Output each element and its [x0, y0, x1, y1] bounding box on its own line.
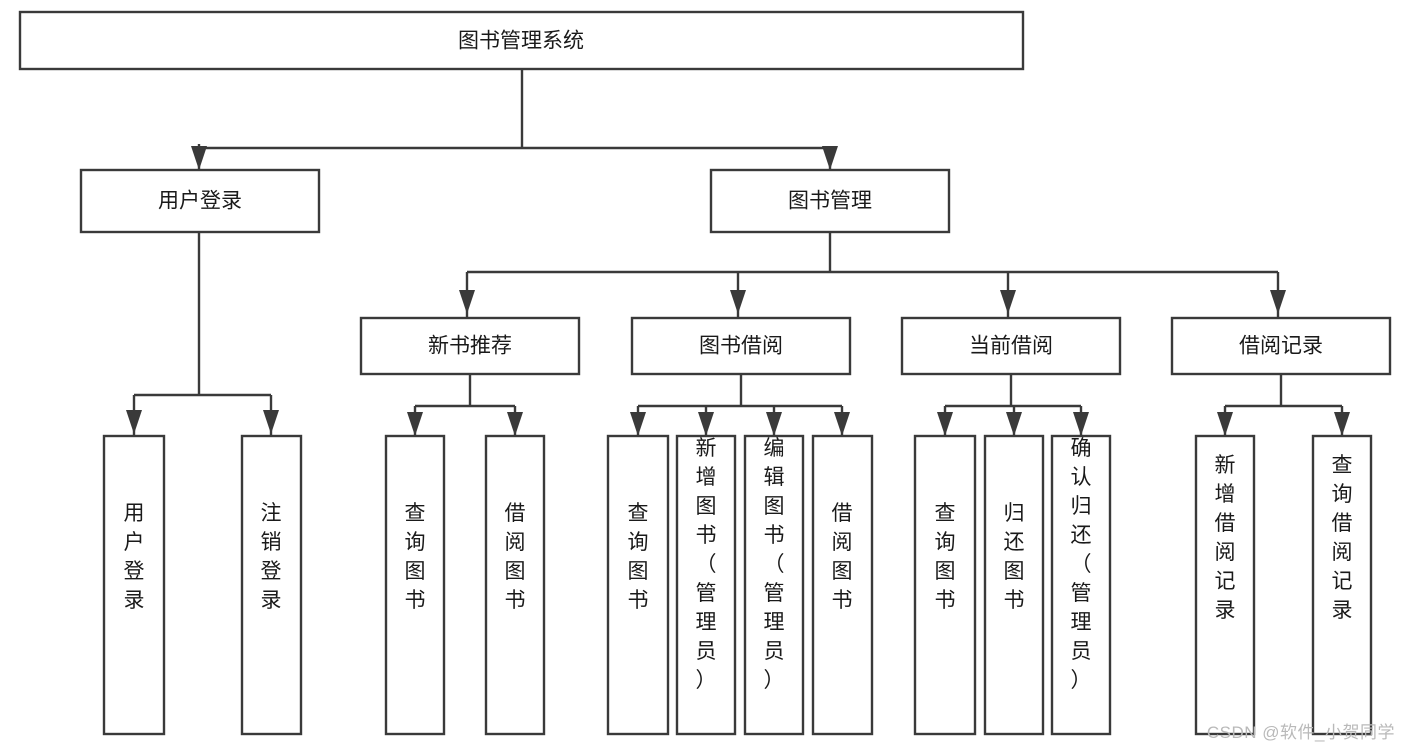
- node-leaf-borrow-book-1-box[interactable]: [484, 434, 546, 736]
- node-leaf-user-login-label: 用户登录: [124, 502, 145, 612]
- arrow-to-leaf-query-book-2: [630, 412, 646, 436]
- node-leaf-query-record-box[interactable]: [1311, 434, 1373, 736]
- arrow-to-current-borrow: [1000, 290, 1016, 314]
- node-leaf-edit-book-label: 编辑图书（管理员）: [764, 437, 785, 692]
- node-book-manage-box[interactable]: [709, 168, 951, 234]
- node-leaf-query-book-3-box[interactable]: [913, 434, 977, 736]
- node-book-manage[interactable]: 图书管理: [709, 168, 951, 234]
- node-root-label: 图书管理系统: [458, 30, 584, 53]
- arrow-to-leaf-query-record: [1334, 412, 1350, 436]
- node-leaf-query-book-2-label: 查询图书: [628, 502, 649, 612]
- node-leaf-logout-login[interactable]: 注销登录: [240, 434, 303, 736]
- node-leaf-add-book-label: 新增图书（管理员）: [696, 437, 717, 692]
- node-leaf-edit-book[interactable]: 编辑图书（管理员）: [743, 434, 805, 736]
- node-leaf-user-login-box[interactable]: [102, 434, 166, 736]
- node-leaf-query-book-2-box[interactable]: [606, 434, 670, 736]
- node-leaf-return-book[interactable]: 归还图书: [983, 434, 1045, 736]
- arrow-to-leaf-query-book-1: [407, 412, 423, 436]
- arrow-to-borrow-record: [1270, 290, 1286, 314]
- node-book-borrow-box[interactable]: [630, 316, 852, 376]
- node-leaf-confirm-return-label: 确认归还（管理员）: [1071, 437, 1092, 692]
- node-book-borrow-label: 图书借阅: [699, 335, 783, 358]
- arrow-to-leaf-return-book: [1006, 412, 1022, 436]
- node-leaf-borrow-book-1[interactable]: 借阅图书: [484, 434, 546, 736]
- node-leaf-borrow-book-2[interactable]: 借阅图书: [811, 434, 874, 736]
- node-book-manage-label: 图书管理: [788, 190, 872, 213]
- arrow-to-leaf-add-record: [1217, 412, 1233, 436]
- node-borrow-record-box[interactable]: [1170, 316, 1392, 376]
- arrow-to-new-book-recommend: [459, 290, 475, 314]
- node-leaf-query-book-1-label: 查询图书: [405, 502, 426, 612]
- arrow-to-book-borrow: [730, 290, 746, 314]
- node-current-borrow-box[interactable]: [900, 316, 1122, 376]
- arrow-to-leaf-logout-login: [263, 410, 279, 434]
- node-user-login-label: 用户登录: [158, 190, 242, 213]
- node-leaf-query-book-1-box[interactable]: [384, 434, 446, 736]
- node-root-box[interactable]: [18, 10, 1025, 71]
- node-leaf-return-book-label: 归还图书: [1004, 502, 1025, 612]
- node-leaf-query-record[interactable]: 查询借阅记录: [1311, 434, 1373, 736]
- arrow-to-leaf-user-login: [126, 410, 142, 434]
- node-leaf-borrow-book-2-label: 借阅图书: [832, 502, 853, 612]
- node-borrow-record[interactable]: 借阅记录: [1170, 316, 1392, 376]
- node-leaf-return-book-box[interactable]: [983, 434, 1045, 736]
- arrow-to-leaf-borrow-book-1: [507, 412, 523, 436]
- node-leaf-add-book-box[interactable]: [675, 434, 737, 736]
- node-leaf-confirm-return-box[interactable]: [1050, 434, 1112, 736]
- node-leaf-query-record-label: 查询借阅记录: [1332, 454, 1353, 622]
- node-leaf-query-book-3-label: 查询图书: [935, 502, 956, 612]
- node-borrow-record-label: 借阅记录: [1239, 335, 1323, 358]
- node-new-book-recommend-label: 新书推荐: [428, 335, 512, 358]
- node-leaf-user-login[interactable]: 用户登录: [102, 434, 166, 736]
- node-leaf-borrow-book-1-label: 借阅图书: [505, 502, 526, 612]
- arrow-to-leaf-borrow-book-2: [834, 412, 850, 436]
- node-leaf-logout-login-label: 注销登录: [261, 502, 282, 612]
- node-leaf-confirm-return[interactable]: 确认归还（管理员）: [1050, 434, 1112, 736]
- node-leaf-borrow-book-2-box[interactable]: [811, 434, 874, 736]
- node-leaf-edit-book-box[interactable]: [743, 434, 805, 736]
- node-leaf-query-book-3[interactable]: 查询图书: [913, 434, 977, 736]
- node-leaf-query-book-2[interactable]: 查询图书: [606, 434, 670, 736]
- arrow-to-user-login: [191, 146, 207, 170]
- node-new-book-recommend-box[interactable]: [359, 316, 581, 376]
- node-current-borrow-label: 当前借阅: [969, 335, 1053, 358]
- node-user-login[interactable]: 用户登录: [79, 168, 321, 234]
- node-leaf-add-record-label: 新增借阅记录: [1215, 454, 1236, 622]
- arrow-to-book-manage: [822, 146, 838, 170]
- node-leaf-logout-login-box[interactable]: [240, 434, 303, 736]
- arrow-to-leaf-add-book: [698, 412, 714, 436]
- node-leaf-add-record-box[interactable]: [1194, 434, 1256, 736]
- node-leaf-query-book-1[interactable]: 查询图书: [384, 434, 446, 736]
- node-leaf-add-book[interactable]: 新增图书（管理员）: [675, 434, 737, 736]
- arrow-to-leaf-query-book-3: [937, 412, 953, 436]
- node-book-borrow[interactable]: 图书借阅: [630, 316, 852, 376]
- node-new-book-recommend[interactable]: 新书推荐: [359, 316, 581, 376]
- connector-layer: [126, 69, 1350, 436]
- arrow-to-leaf-edit-book: [766, 412, 782, 436]
- node-root[interactable]: 图书管理系统: [18, 10, 1025, 71]
- node-user-login-box[interactable]: [79, 168, 321, 234]
- node-current-borrow[interactable]: 当前借阅: [900, 316, 1122, 376]
- node-leaf-add-record[interactable]: 新增借阅记录: [1194, 434, 1256, 736]
- arrow-to-leaf-confirm-return: [1073, 412, 1089, 436]
